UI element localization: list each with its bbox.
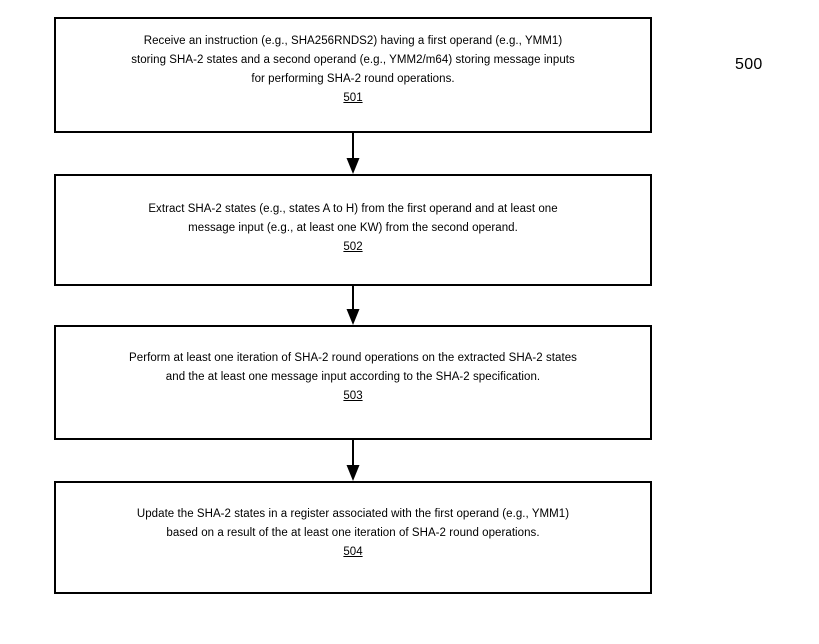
connector-arrow-502-to-503 <box>345 286 361 325</box>
flowchart-step-502: Extract SHA-2 states (e.g., states A to … <box>54 174 652 286</box>
figure-reference-number: 500 <box>735 56 763 73</box>
flowchart-step-504-ref: 504 <box>343 546 363 558</box>
flowchart-step-503-ref: 503 <box>343 390 363 402</box>
arrow-down-icon <box>346 440 360 481</box>
flowchart-step-504: Update the SHA-2 states in a register as… <box>54 481 652 594</box>
flowchart-step-501-text: Receive an instruction (e.g., SHA256RNDS… <box>131 35 575 85</box>
flowchart-step-501: Receive an instruction (e.g., SHA256RNDS… <box>54 17 652 133</box>
arrow-down-icon <box>346 286 360 325</box>
connector-arrow-503-to-504 <box>345 440 361 481</box>
flowchart-step-502-content: Extract SHA-2 states (e.g., states A to … <box>64 200 642 257</box>
flowchart-step-504-text: Update the SHA-2 states in a register as… <box>136 508 570 539</box>
flowchart-step-502-ref: 502 <box>343 241 363 253</box>
flowchart-step-503-text: Perform at least one iteration of SHA-2 … <box>129 352 577 383</box>
flowchart-step-501-ref: 501 <box>343 92 363 104</box>
flowchart-step-502-text: Extract SHA-2 states (e.g., states A to … <box>148 203 558 234</box>
flowchart-step-503-content: Perform at least one iteration of SHA-2 … <box>64 349 642 406</box>
arrow-down-icon <box>346 133 360 174</box>
flowchart-step-504-content: Update the SHA-2 states in a register as… <box>64 505 642 562</box>
flowchart-step-501-content: Receive an instruction (e.g., SHA256RNDS… <box>64 32 642 108</box>
connector-arrow-501-to-502 <box>345 133 361 174</box>
flowchart-step-503: Perform at least one iteration of SHA-2 … <box>54 325 652 440</box>
